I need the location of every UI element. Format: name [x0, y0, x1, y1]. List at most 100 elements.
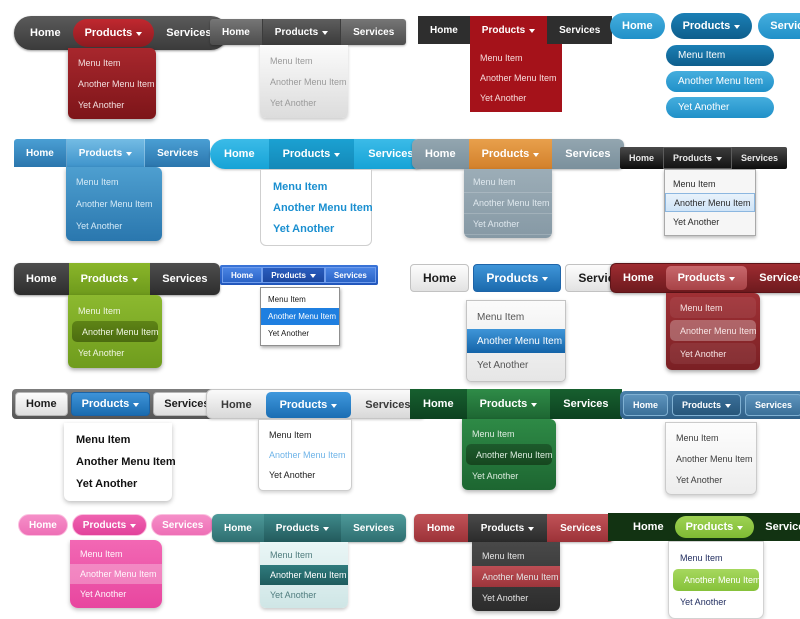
- nav-tab-home[interactable]: Home: [410, 389, 467, 419]
- dropdown-item[interactable]: Yet Another: [66, 215, 162, 237]
- nav-tab-home[interactable]: Home: [611, 264, 666, 292]
- dropdown-item[interactable]: Another Menu Item: [260, 565, 348, 585]
- dropdown-item[interactable]: Another Menu Item: [72, 321, 159, 342]
- dropdown-item[interactable]: Yet Another: [70, 584, 162, 604]
- nav-tab-services[interactable]: Services: [351, 390, 424, 420]
- dropdown-item[interactable]: Menu Item: [666, 45, 774, 66]
- dropdown-item[interactable]: Another Menu Item: [470, 68, 562, 88]
- dropdown-item[interactable]: Menu Item: [68, 52, 156, 73]
- dropdown-item[interactable]: Menu Item: [259, 425, 351, 445]
- nav-tab-services[interactable]: Services: [150, 263, 219, 295]
- nav-tab-home[interactable]: Home: [412, 139, 469, 169]
- dropdown-item[interactable]: Yet Another: [68, 342, 162, 363]
- dropdown-item[interactable]: Yet Another: [666, 97, 774, 118]
- nav-tab-services[interactable]: Services: [550, 389, 621, 419]
- nav-tab-products[interactable]: Products: [663, 147, 733, 169]
- nav-tab-home[interactable]: Home: [14, 263, 69, 295]
- dropdown-item[interactable]: Another Menu Item: [467, 329, 565, 353]
- nav-tab-products[interactable]: Products: [467, 514, 548, 542]
- nav-tab-products[interactable]: Products: [68, 263, 151, 295]
- dropdown-item[interactable]: Menu Item: [666, 427, 756, 448]
- dropdown-item[interactable]: Another Menu Item: [261, 197, 373, 218]
- nav-tab-home[interactable]: Home: [620, 147, 663, 169]
- dropdown-item[interactable]: Another Menu Item: [666, 71, 774, 92]
- nav-tab-home[interactable]: Home: [207, 390, 266, 420]
- nav-tab-home[interactable]: Home: [18, 16, 73, 50]
- nav-tab-home[interactable]: Home: [414, 514, 468, 542]
- nav-tab-home[interactable]: Home: [418, 16, 470, 44]
- nav-tab-home[interactable]: Home: [622, 513, 675, 541]
- nav-tab-products[interactable]: Products: [469, 16, 548, 44]
- dropdown-item[interactable]: Another Menu Item: [64, 451, 176, 473]
- dropdown-item[interactable]: Another Menu Item: [670, 320, 757, 341]
- dropdown-item[interactable]: Menu Item: [66, 171, 162, 193]
- dropdown-item[interactable]: Menu Item: [70, 544, 162, 564]
- dropdown-item[interactable]: Yet Another: [259, 465, 351, 485]
- nav-tab-products[interactable]: Products: [71, 514, 148, 536]
- nav-tab-products[interactable]: Products: [66, 139, 146, 167]
- nav-tab-services[interactable]: Services: [758, 13, 800, 39]
- nav-tab-home[interactable]: Home: [210, 139, 269, 169]
- dropdown-item[interactable]: Menu Item: [470, 48, 562, 68]
- dropdown-item[interactable]: Yet Another: [462, 465, 556, 486]
- dropdown-item[interactable]: Yet Another: [260, 585, 348, 605]
- dropdown-item[interactable]: Yet Another: [670, 343, 756, 364]
- nav-tab-products[interactable]: Products: [670, 13, 753, 39]
- nav-tab-products[interactable]: Products: [466, 389, 551, 419]
- dropdown-item[interactable]: Yet Another: [64, 473, 172, 495]
- nav-tab-products[interactable]: Products: [70, 392, 151, 416]
- nav-tab-products[interactable]: Products: [674, 516, 755, 538]
- dropdown-item[interactable]: Another Menu Item: [464, 193, 552, 214]
- dropdown-item[interactable]: Another Menu Item: [472, 566, 560, 587]
- nav-tab-services[interactable]: Services: [552, 139, 623, 169]
- dropdown-item[interactable]: Another Menu Item: [466, 444, 553, 465]
- nav-tab-products[interactable]: Products: [263, 514, 342, 542]
- nav-tab-services[interactable]: Services: [732, 147, 787, 169]
- dropdown-item[interactable]: Menu Item: [464, 172, 552, 193]
- nav-tab-products[interactable]: Products: [665, 266, 748, 290]
- nav-tab-home[interactable]: Home: [623, 394, 669, 416]
- dropdown-item[interactable]: Another Menu Item: [260, 71, 348, 92]
- nav-tab-home[interactable]: Home: [14, 139, 67, 167]
- nav-tab-products[interactable]: Products: [262, 267, 325, 283]
- dropdown-item[interactable]: Yet Another: [260, 92, 348, 113]
- dropdown-item[interactable]: Another Menu Item: [673, 569, 761, 591]
- dropdown-item[interactable]: Another Menu Item: [665, 193, 755, 212]
- dropdown-item[interactable]: Menu Item: [669, 547, 763, 569]
- dropdown-item[interactable]: Another Menu Item: [68, 73, 156, 94]
- nav-tab-services[interactable]: Services: [747, 264, 800, 292]
- dropdown-item[interactable]: Yet Another: [665, 212, 755, 231]
- nav-tab-home[interactable]: Home: [222, 267, 263, 283]
- nav-tab-products[interactable]: Products: [262, 19, 342, 45]
- nav-tab-products[interactable]: Products: [468, 139, 553, 169]
- dropdown-item[interactable]: Menu Item: [467, 305, 565, 329]
- dropdown-item[interactable]: Another Menu Item: [259, 445, 351, 465]
- nav-tab-home[interactable]: Home: [212, 514, 264, 542]
- dropdown-item[interactable]: Menu Item: [261, 176, 371, 197]
- nav-tab-services[interactable]: Services: [341, 19, 406, 45]
- nav-tab-products[interactable]: Products: [473, 264, 562, 292]
- dropdown-item[interactable]: Menu Item: [261, 291, 339, 308]
- dropdown-item[interactable]: Menu Item: [665, 174, 755, 193]
- nav-tab-services[interactable]: Services: [341, 514, 406, 542]
- nav-tab-home[interactable]: Home: [18, 514, 68, 536]
- nav-tab-home[interactable]: Home: [410, 264, 470, 292]
- dropdown-item[interactable]: Yet Another: [472, 587, 560, 608]
- dropdown-item[interactable]: Menu Item: [670, 297, 756, 318]
- dropdown-item[interactable]: Menu Item: [64, 429, 172, 451]
- dropdown-item[interactable]: Yet Another: [470, 88, 562, 108]
- dropdown-item[interactable]: Menu Item: [472, 545, 560, 566]
- nav-tab-services[interactable]: Services: [154, 16, 223, 50]
- dropdown-item[interactable]: Another Menu Item: [66, 193, 162, 215]
- dropdown-item[interactable]: Yet Another: [464, 214, 552, 235]
- nav-tab-products[interactable]: Products: [72, 19, 155, 47]
- dropdown-item[interactable]: Yet Another: [261, 325, 339, 342]
- dropdown-item[interactable]: Another Menu Item: [261, 308, 339, 325]
- dropdown-item[interactable]: Yet Another: [261, 218, 371, 239]
- nav-tab-home[interactable]: Home: [15, 392, 68, 416]
- dropdown-item[interactable]: Yet Another: [467, 353, 565, 377]
- dropdown-item[interactable]: Yet Another: [68, 94, 156, 115]
- nav-tab-home[interactable]: Home: [210, 19, 263, 45]
- nav-tab-home[interactable]: Home: [610, 13, 665, 39]
- dropdown-item[interactable]: Menu Item: [68, 300, 162, 321]
